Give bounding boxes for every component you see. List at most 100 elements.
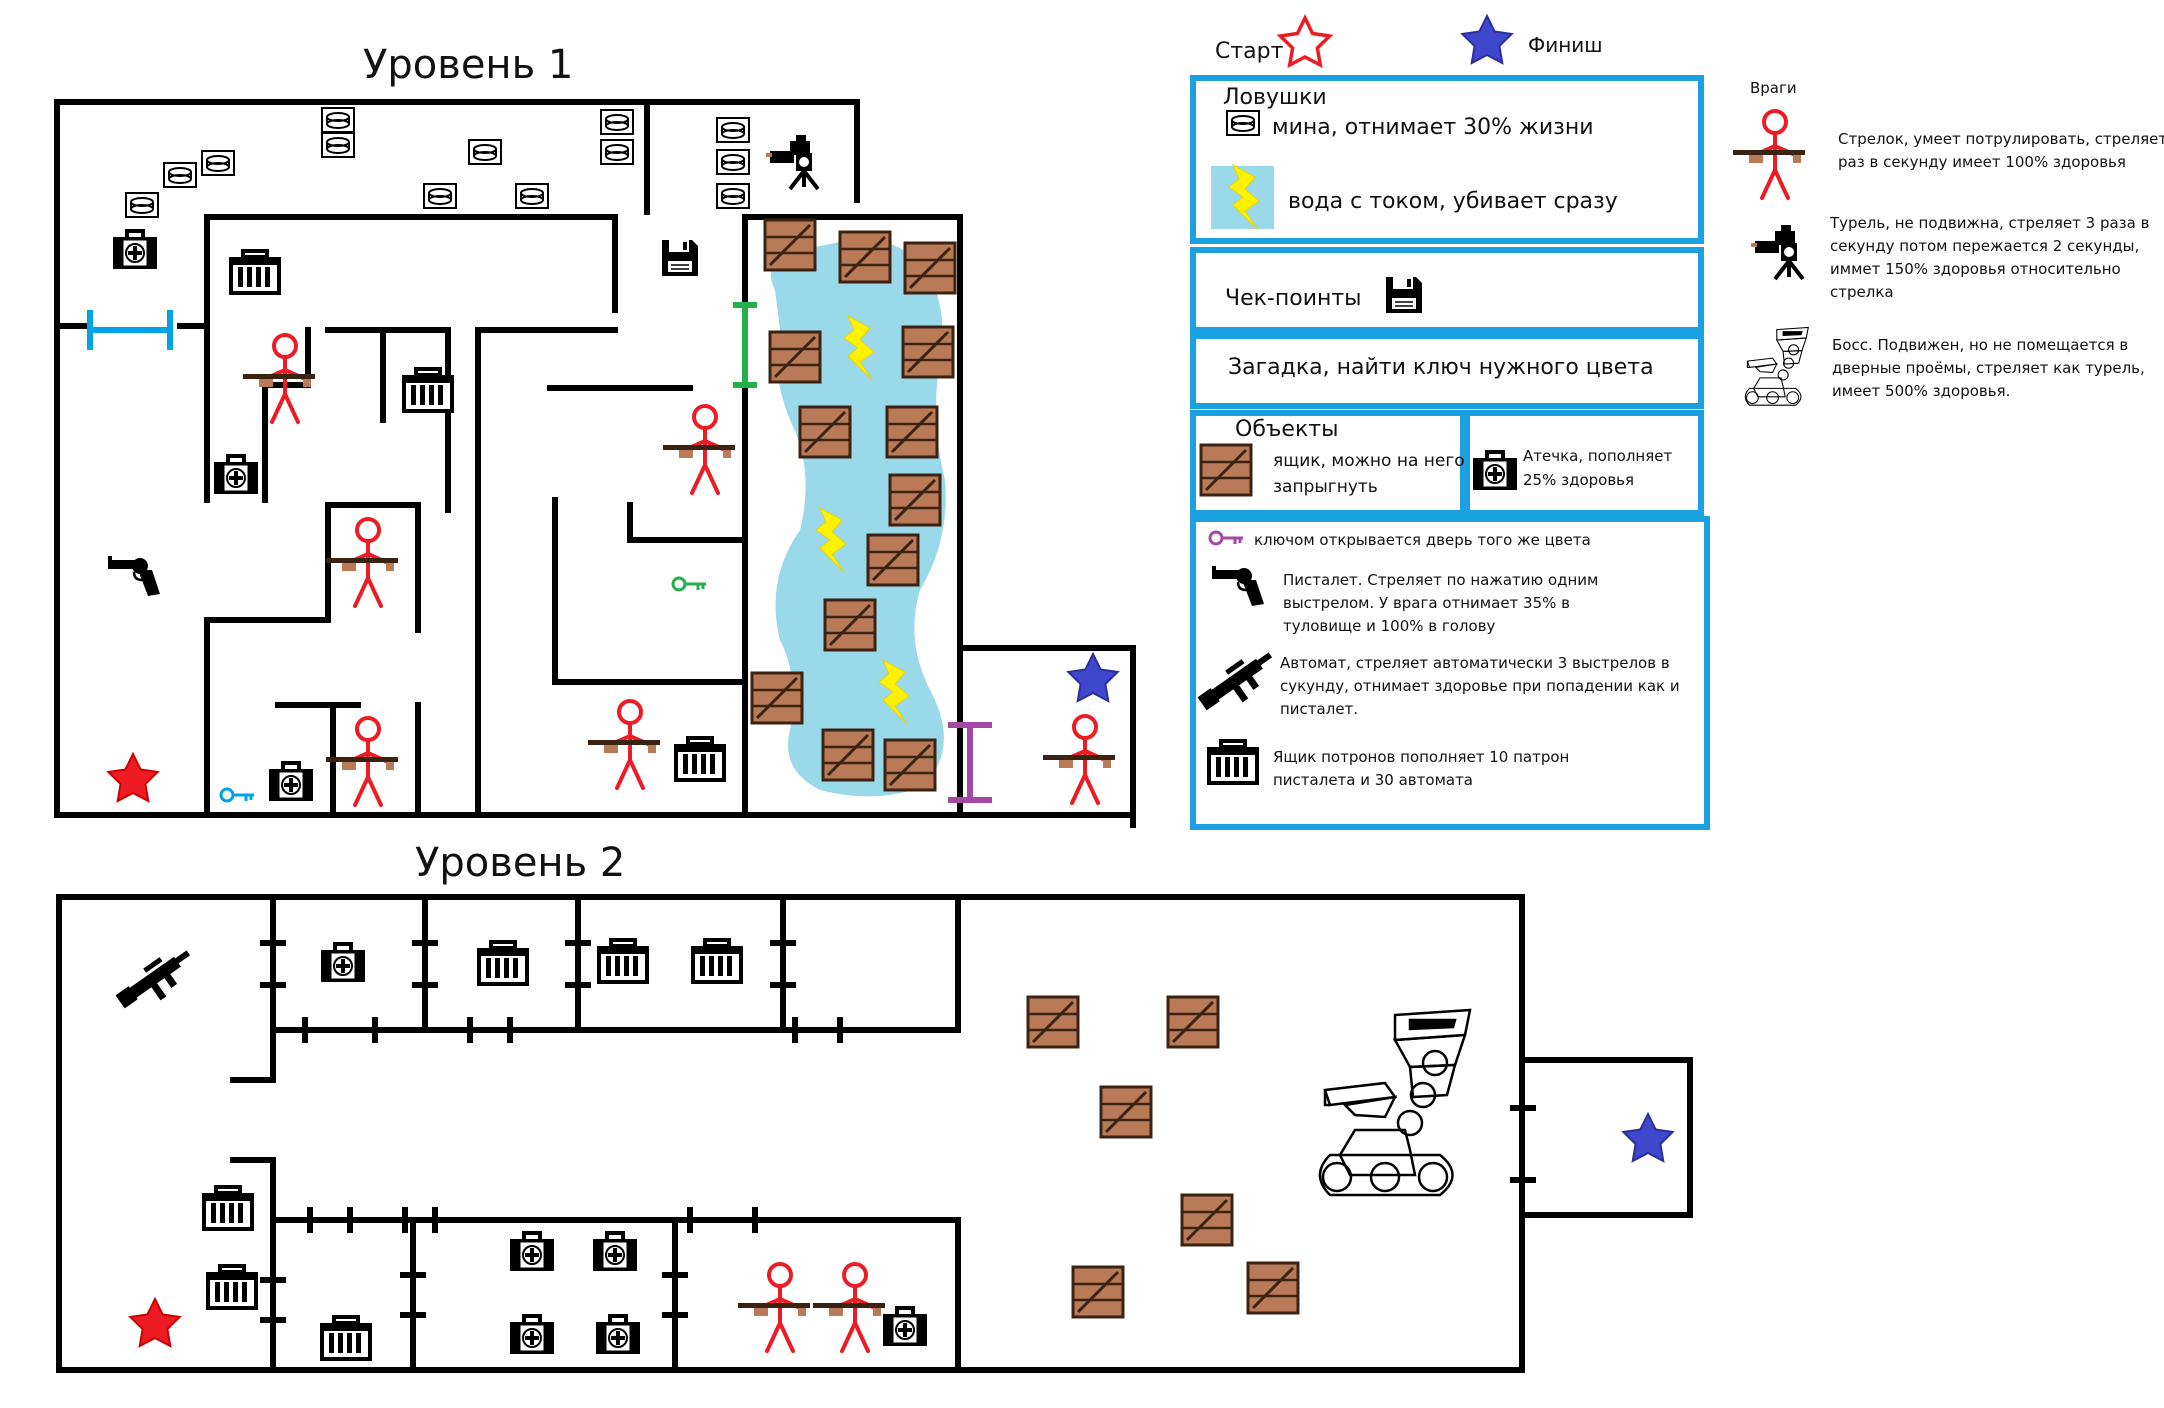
ammo-box-icon	[204, 1264, 260, 1310]
rifle-icon	[1197, 652, 1273, 711]
mine-icon	[600, 139, 634, 165]
stick-enemy-icon	[1041, 714, 1117, 805]
boss-description-line2: дверные проёмы, стреляет как турель,	[1832, 359, 2145, 377]
boss-description-line1: Босс. Подвижен, но не помещается в	[1832, 336, 2128, 354]
floppy-disk-icon	[661, 239, 699, 277]
crate-icon	[1026, 995, 1080, 1049]
crate-icon	[763, 218, 817, 272]
traps-heading: Ловушки	[1223, 85, 1327, 110]
legend-traps: Ловушки мина, отнимает 30% жизни вода с …	[1211, 85, 1618, 230]
crate-icon	[1071, 1265, 1125, 1319]
ammo-box-icon	[227, 249, 283, 295]
level1-walls	[54, 99, 1136, 828]
legend-checkpoints: Чек-поинты	[1225, 276, 1423, 314]
stick-enemy-icon	[586, 699, 662, 790]
crate-icon	[798, 405, 852, 459]
stick-enemy-icon	[661, 404, 737, 495]
mine-icon	[1226, 110, 1260, 136]
crate-description-line2: запрыгнуть	[1273, 477, 1378, 497]
medkit-description-line1: Атечка, пополняет	[1523, 447, 1672, 465]
shooter-description-line2: раз в секунду имеет 100% здоровья	[1838, 153, 2126, 171]
start-star-icon	[1278, 16, 1332, 67]
boss-description-line3: имеет 500% здоровья.	[1832, 382, 2010, 400]
stick-enemy-icon	[811, 1262, 887, 1353]
mine-icon	[321, 132, 355, 158]
ammo-box-icon	[475, 940, 531, 986]
crate-icon	[883, 738, 937, 792]
medkit-icon	[267, 761, 315, 803]
key-description: ключом открывается дверь того же цвета	[1254, 531, 1591, 549]
medkit-icon	[111, 229, 159, 271]
finish-star-icon	[1461, 15, 1513, 64]
start-star-icon	[107, 753, 159, 802]
ammo-box-icon	[689, 938, 745, 984]
turret-icon	[764, 133, 820, 191]
finish-star-icon	[1067, 653, 1119, 702]
ammo-description-line2: писталета и 30 автомата	[1273, 771, 1473, 789]
level1-objects	[106, 107, 1119, 807]
medkit-icon	[881, 1306, 929, 1348]
mine-description: мина, отнимает 30% жизни	[1272, 115, 1594, 140]
legend-objects: Объекты ящик, можно на него запрыгнуть А…	[1199, 417, 1672, 497]
rifle-description-line3: писталет.	[1280, 700, 1358, 718]
stick-enemy-icon	[324, 716, 400, 807]
turret-description-line3: иммет 150% здоровья относительно	[1830, 260, 2121, 278]
start-star-icon	[129, 1298, 181, 1347]
boss-robot-icon	[1318, 1008, 1472, 1197]
ammo-description-line1: Ящик потронов пополняет 10 патрон	[1273, 748, 1569, 766]
ammo-box-icon	[400, 367, 456, 413]
crate-icon	[1180, 1193, 1234, 1247]
crate-icon	[888, 473, 942, 527]
mine-icon	[600, 109, 634, 135]
rifle-description-line2: сукунду, отнимает здоровье при попадении…	[1280, 677, 1680, 695]
crate-icon	[750, 671, 804, 725]
crate-icon	[1099, 1085, 1153, 1139]
ammo-box-icon	[595, 938, 651, 984]
crate-icon	[1166, 995, 1220, 1049]
level1-title: Уровень 1	[363, 42, 573, 88]
medkit-icon	[319, 942, 367, 984]
ammo-box-icon	[672, 736, 728, 782]
legend-riddle: Загадка, найти ключ нужного цвета	[1228, 355, 1654, 380]
floppy-disk-icon	[1385, 276, 1423, 314]
medkit-description-line2: 25% здоровья	[1523, 471, 1634, 489]
ammo-box-icon	[1205, 739, 1261, 785]
mine-icon	[716, 117, 750, 143]
pistol-description-line2: выстрелом. У врага отнимает 35% в	[1283, 594, 1570, 612]
medkit-icon	[508, 1231, 556, 1273]
rifle-icon	[115, 950, 191, 1009]
key-icon	[671, 576, 708, 592]
purple-door	[948, 722, 992, 803]
turret-description-line1: Турель, не подвижна, стреляет 3 раза в	[1829, 214, 2149, 232]
finish-label: Финиш	[1528, 33, 1603, 57]
mine-icon	[201, 150, 235, 176]
enemies-legend: Враги Стрелок, умеет потрулировать, стре…	[1731, 79, 2164, 406]
legend-items: ключом открывается дверь того же цвета П…	[1197, 530, 1680, 789]
pistol-description-line1: Писталет. Стреляет по нажатию одним	[1283, 571, 1598, 589]
riddle-label: Загадка, найти ключ нужного цвета	[1228, 355, 1654, 380]
blue-door	[87, 310, 173, 350]
medkit-icon	[594, 1314, 642, 1356]
mine-icon	[468, 139, 502, 165]
crate-icon	[1199, 443, 1253, 497]
crate-icon	[903, 241, 957, 295]
medkit-icon	[591, 1231, 639, 1273]
level2-walls	[56, 894, 1693, 1373]
enemies-heading: Враги	[1750, 79, 1797, 97]
mine-icon	[423, 183, 457, 209]
boss-robot-icon	[1744, 326, 1809, 406]
pistol-description-line3: туловище и 100% в голову	[1283, 617, 1496, 635]
objects-heading: Объекты	[1235, 417, 1338, 442]
ammo-box-icon	[318, 1315, 374, 1361]
mine-icon	[716, 183, 750, 209]
rifle-description-line1: Автомат, стреляет автоматически 3 выстре…	[1280, 654, 1670, 672]
mine-icon	[515, 183, 549, 209]
stick-enemy-icon	[324, 517, 400, 608]
key-icon	[1208, 530, 1245, 546]
level2-door-markers	[260, 940, 1536, 1323]
finish-star-icon	[1622, 1113, 1674, 1162]
mine-icon	[321, 107, 355, 133]
medkit-icon	[1471, 450, 1519, 492]
turret-icon	[1749, 223, 1805, 281]
